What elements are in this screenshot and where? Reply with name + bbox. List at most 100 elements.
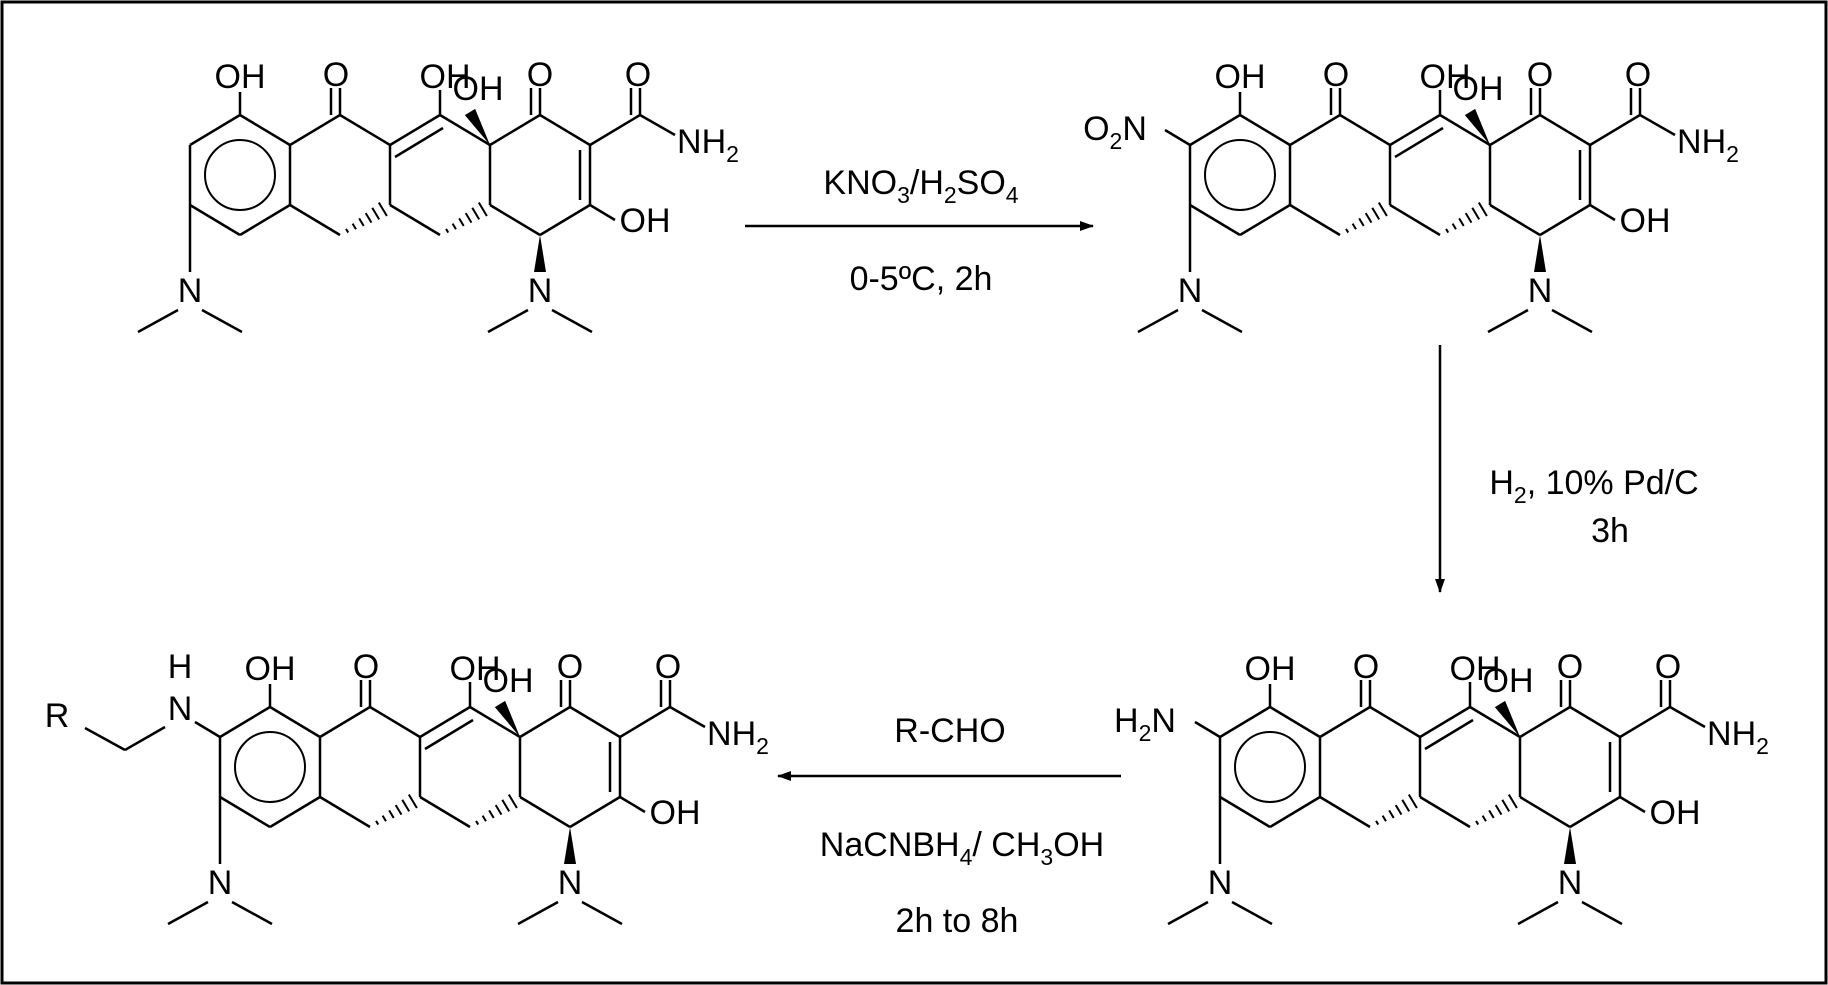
oxygen-label: O — [1353, 648, 1379, 686]
wedge-bond — [564, 827, 576, 864]
bond — [1189, 203, 1241, 237]
hydroxyl-label: OH — [245, 650, 296, 688]
hashed-wedge-bond — [1375, 794, 1418, 826]
oxygen-label: O — [1323, 56, 1349, 94]
bond — [167, 900, 209, 926]
bond — [439, 113, 491, 147]
hydroxyl-label: OH — [620, 202, 671, 240]
bond — [1231, 900, 1273, 926]
amino-label: H2N — [1114, 702, 1176, 746]
bond — [1219, 795, 1271, 829]
oxygen-label: O — [527, 56, 553, 94]
hydroxyl-label: OH — [1420, 58, 1471, 96]
bond — [239, 203, 291, 237]
bond — [1469, 705, 1521, 739]
hashed-wedge-bond — [1345, 202, 1388, 234]
oxygen-label: O — [625, 56, 651, 94]
amide-nh2-label: NH2 — [1677, 123, 1739, 167]
wedge-bond — [1464, 108, 1490, 145]
bond — [1167, 900, 1209, 926]
bond — [1639, 113, 1676, 137]
bond — [1424, 718, 1474, 751]
bond — [1419, 795, 1471, 829]
bond — [589, 203, 616, 222]
nitro-label: O2N — [1083, 110, 1147, 154]
bond — [1164, 128, 1191, 147]
bond — [189, 113, 241, 147]
bond — [1369, 705, 1421, 739]
bond — [1551, 308, 1593, 334]
reagent-aldehyde: R-CHO — [894, 712, 1005, 750]
bond — [389, 203, 441, 237]
bond — [569, 795, 621, 829]
bond — [1519, 705, 1571, 739]
hashed-wedge-bond — [345, 202, 388, 234]
bond — [581, 900, 623, 926]
conditions-reaction-time: 2h to 8h — [896, 902, 1019, 940]
nitrogen-label: N — [178, 272, 203, 310]
bond — [424, 718, 474, 751]
bond — [289, 113, 341, 147]
bond — [1339, 113, 1391, 147]
oxygen-label: O — [1625, 56, 1651, 94]
hydroxyl-label: OH — [215, 58, 266, 96]
hydroxyl-label: OH — [450, 650, 501, 688]
hashed-wedge-bond — [475, 794, 518, 826]
wedge-bond — [464, 108, 490, 145]
wedge-bond — [1534, 235, 1546, 272]
bond — [1589, 203, 1616, 222]
bond — [1619, 705, 1671, 739]
bond — [1289, 203, 1341, 237]
oxygen-label: O — [323, 56, 349, 94]
reagent-hydrogenation: H2, 10% Pd/C — [1489, 464, 1698, 508]
bond — [539, 203, 591, 237]
bond — [1137, 308, 1179, 334]
bond — [539, 113, 591, 147]
bond — [1289, 113, 1341, 147]
bond — [489, 203, 541, 237]
bond — [389, 113, 441, 147]
bond — [239, 113, 291, 147]
bond — [519, 705, 571, 739]
wedge-bond — [494, 700, 520, 737]
bond — [1581, 900, 1623, 926]
aromatic-circle — [234, 731, 306, 803]
hashed-wedge-bond — [1475, 794, 1518, 826]
nitrogen-label: N — [558, 864, 583, 902]
oxygen-label: O — [1655, 648, 1681, 686]
hydroxyl-label: OH — [1453, 70, 1504, 108]
bond — [189, 203, 241, 237]
bond — [551, 308, 593, 334]
amide-nh2-label: NH2 — [677, 123, 739, 167]
bond — [231, 900, 273, 926]
bond — [394, 126, 444, 159]
bond — [137, 308, 179, 334]
bond — [1319, 795, 1371, 829]
bond — [619, 705, 671, 739]
wedge-bond — [1564, 827, 1576, 864]
bond — [1539, 113, 1591, 147]
oxygen-label: O — [655, 648, 681, 686]
bond — [289, 203, 341, 237]
bond — [1219, 705, 1271, 739]
bond — [1319, 705, 1371, 739]
amine-nitrogen-label: N — [168, 690, 193, 728]
bond — [1189, 113, 1241, 147]
bond — [519, 795, 571, 829]
bond — [319, 795, 371, 829]
reagent-reductant: NaCNBH4/ CH3OH — [820, 826, 1104, 870]
amine-hydrogen-label: H — [168, 648, 193, 686]
bond — [319, 705, 371, 739]
hashed-wedge-bond — [1445, 202, 1488, 234]
aromatic-circle — [1204, 139, 1276, 211]
bond — [1389, 113, 1441, 147]
hydroxyl-label: OH — [650, 794, 701, 832]
bond — [469, 705, 521, 739]
hydroxyl-label: OH — [1650, 794, 1701, 832]
bond — [1394, 126, 1444, 159]
bond — [269, 705, 321, 739]
aromatic-circle — [204, 139, 276, 211]
hydroxyl-label: OH — [1215, 58, 1266, 96]
